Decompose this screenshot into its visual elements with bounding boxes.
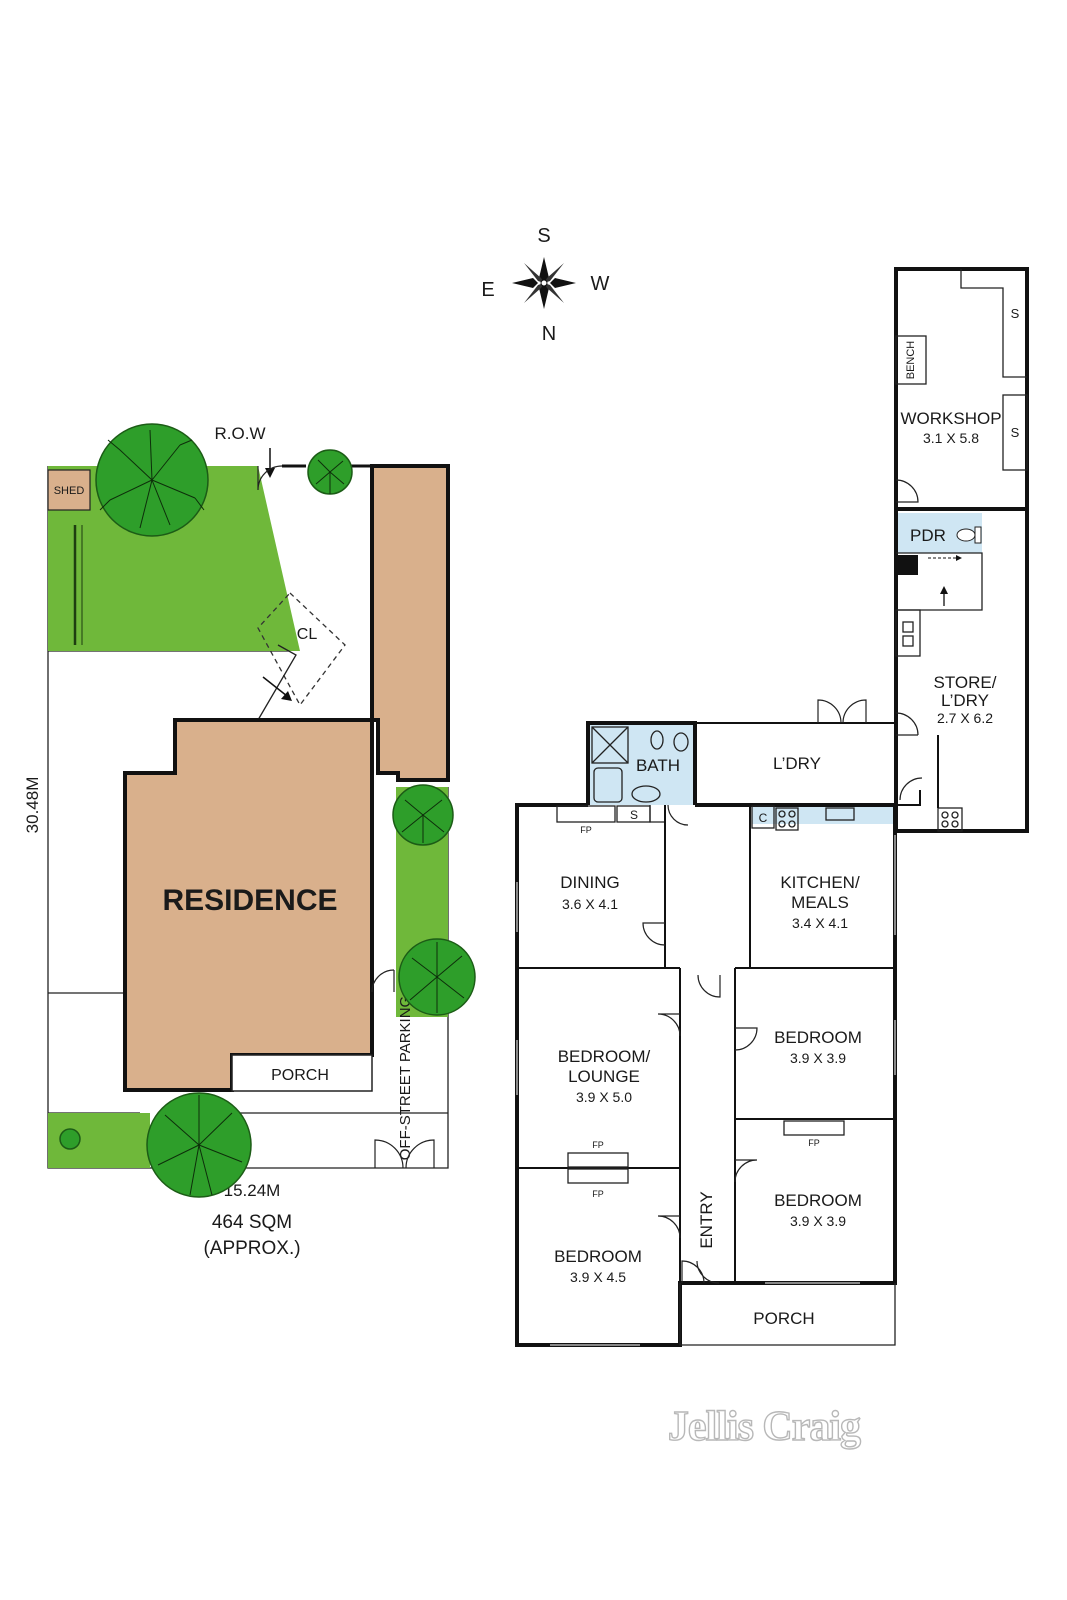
laundry-label: L’DRY — [773, 754, 821, 773]
bath-label: BATH — [636, 756, 680, 775]
bath-area — [588, 723, 695, 805]
entry-label: ENTRY — [697, 1191, 716, 1248]
workshop-dim: 3.1 X 5.8 — [923, 430, 979, 446]
tree-icon — [307, 449, 353, 495]
lounge-label: LOUNGE — [568, 1067, 640, 1086]
lounge-label: BEDROOM/ — [558, 1047, 651, 1066]
tree-icon — [95, 423, 209, 537]
brand-logo: Jellis Craig — [668, 1404, 861, 1450]
frontage-label: 15.24M — [224, 1181, 281, 1200]
bedroom-dim: 3.9 X 3.9 — [790, 1050, 846, 1066]
dining-dim: 3.6 X 4.1 — [562, 896, 618, 912]
compass-w: W — [591, 273, 610, 295]
shed-label: SHED — [54, 485, 85, 497]
compass-s: S — [537, 225, 550, 247]
carport-outline — [257, 592, 346, 707]
store-dim: 2.7 X 6.2 — [937, 710, 993, 726]
depth-label: 30.48M — [23, 777, 42, 834]
row-label: R.O.W — [215, 424, 266, 443]
row-arrow-icon — [265, 448, 275, 478]
bedroom-label: BEDROOM — [774, 1191, 862, 1210]
kitchen-bench — [752, 806, 894, 824]
fp-label: FP — [592, 1140, 604, 1150]
dining-label: DINING — [560, 873, 620, 892]
entrance-arrow-icon — [262, 676, 292, 701]
shed — [47, 469, 91, 511]
front-lawn — [48, 1113, 150, 1168]
toilet-icon — [956, 526, 982, 544]
site-plan: SHED R.O.W CL RESIDENCE PORCH OFF-STREET… — [23, 423, 476, 1259]
compass: S W E N — [481, 225, 609, 345]
workshop-label: WORKSHOP — [900, 409, 1001, 428]
site-porch — [231, 1054, 373, 1092]
shelf-label: S — [1011, 425, 1020, 440]
tree-icon — [392, 784, 454, 846]
store-label: L’DRY — [941, 691, 989, 710]
shelf-label: S — [1011, 306, 1020, 321]
porch-label: PORCH — [753, 1309, 814, 1328]
shelf-label: S — [630, 808, 638, 822]
lounge-dim: 3.9 X 5.0 — [576, 1089, 632, 1105]
residence — [123, 464, 450, 1092]
pdr-label: PDR — [910, 526, 946, 545]
arrow-up-icon — [940, 586, 948, 606]
tree-icon — [398, 938, 476, 1016]
area-note-label: (APPROX.) — [203, 1238, 300, 1259]
tree-icon — [146, 1092, 252, 1198]
area-label: 464 SQM — [212, 1212, 292, 1233]
bedroom-label: BEDROOM — [774, 1028, 862, 1047]
compass-n: N — [542, 323, 556, 345]
bench-label: BENCH — [905, 341, 917, 380]
cl-label: CL — [297, 626, 318, 643]
cupboard-label: C — [759, 811, 768, 825]
shrub-icon — [59, 1128, 81, 1150]
fp-label: FP — [580, 825, 592, 835]
bedroom-label: BEDROOM — [554, 1247, 642, 1266]
kitchen-label: MEALS — [791, 893, 849, 912]
parking-label: OFF-STREET PARKING — [397, 996, 414, 1160]
house-floor-plan: BENCH S S WORKSHOP 3.1 X 5.8 PDR STORE/ … — [515, 267, 1029, 1347]
fp-label: FP — [808, 1138, 820, 1148]
kitchen-dim: 3.4 X 4.1 — [792, 915, 848, 931]
fp-label: FP — [592, 1189, 604, 1199]
kitchen-label: KITCHEN/ — [780, 873, 860, 892]
compass-e: E — [481, 279, 494, 301]
site-porch-label: PORCH — [271, 1067, 329, 1084]
bedroom-dim: 3.9 X 3.9 — [790, 1213, 846, 1229]
compass-rose-icon — [512, 257, 576, 309]
store-label: STORE/ — [934, 673, 997, 692]
residence-label: RESIDENCE — [162, 884, 337, 917]
bedroom-dim: 3.9 X 4.5 — [570, 1269, 626, 1285]
hot-water-unit — [898, 555, 918, 575]
